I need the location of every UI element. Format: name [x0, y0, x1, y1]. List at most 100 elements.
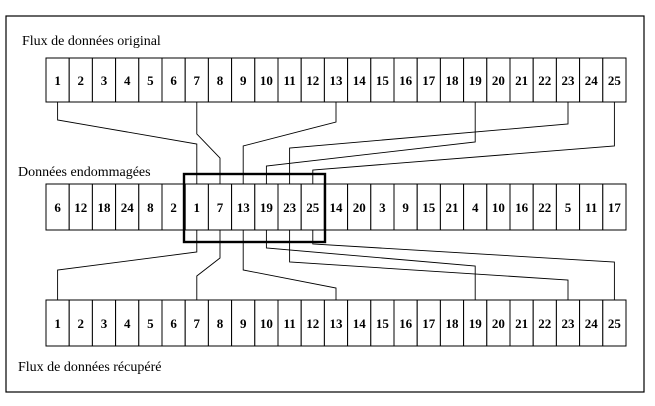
damaged-cell-value: 6	[54, 200, 61, 215]
wire-damaged-to-recovered-25	[312, 230, 615, 300]
original-cell-value: 16	[399, 73, 413, 88]
original-cell-value: 13	[330, 73, 344, 88]
wire-damaged-to-recovered-19	[265, 230, 476, 300]
recovered-cell-value: 10	[260, 316, 273, 331]
recovered-cell-value: 21	[515, 316, 528, 331]
recovered-cell-value: 16	[399, 316, 413, 331]
wire-original-to-damaged-19	[265, 102, 476, 184]
recovered-cell-value: 14	[353, 316, 367, 331]
original-cell-value: 7	[194, 73, 201, 88]
damaged-cell-value: 9	[402, 200, 409, 215]
damaged-cell-value: 22	[538, 200, 551, 215]
original-cell-value: 18	[446, 73, 460, 88]
damaged-cell-value: 15	[422, 200, 436, 215]
wire-original-to-damaged-23	[289, 102, 569, 184]
wire-damaged-to-recovered-13	[242, 230, 337, 300]
label-damaged-data: Données endommagées	[18, 165, 151, 180]
label-original-stream: Flux de données original	[22, 34, 161, 49]
damaged-block-highlight	[182, 172, 327, 244]
original-cell-value: 8	[217, 73, 224, 88]
recovered-cell-value: 2	[78, 316, 85, 331]
recovered-cell-value: 7	[194, 316, 201, 331]
original-cell-25	[602, 57, 627, 103]
original-cell-value: 3	[101, 73, 108, 88]
damaged-cell-value: 23	[283, 200, 297, 215]
original-cell-value: 12	[306, 73, 319, 88]
wire-damaged-to-recovered-23	[289, 230, 569, 300]
original-cell-value: 1	[54, 73, 61, 88]
recovered-cell-25	[602, 299, 627, 347]
damaged-cell-value: 7	[217, 200, 224, 215]
wire-damaged-to-recovered-1	[57, 230, 198, 300]
original-cell-value: 17	[422, 73, 436, 88]
damaged-cell-value: 8	[147, 200, 154, 215]
recovered-cell-value: 15	[376, 316, 390, 331]
wire-original-to-damaged-1	[57, 102, 198, 184]
recovered-cell-value: 20	[492, 316, 505, 331]
original-cell-value: 4	[124, 73, 131, 88]
damaged-cell-value: 24	[121, 200, 135, 215]
damaged-cell-value: 16	[515, 200, 529, 215]
original-cell-value: 23	[562, 73, 576, 88]
original-cell-value: 15	[376, 73, 390, 88]
recovered-cell-value: 22	[538, 316, 551, 331]
label-recovered-stream: Flux de données récupéré	[18, 360, 161, 375]
original-cell-value: 22	[538, 73, 551, 88]
recovered-cell-value: 9	[240, 316, 247, 331]
recovered-cell-value: 1	[54, 316, 61, 331]
recovered-cell-value: 13	[330, 316, 344, 331]
recovered-cell-value: 23	[562, 316, 576, 331]
outer-frame	[5, 15, 645, 393]
damaged-cell-value: 2	[170, 200, 177, 215]
recovered-cell-value: 4	[124, 316, 131, 331]
recovered-cell-value: 12	[306, 316, 319, 331]
recovered-cell-value: 11	[283, 316, 295, 331]
damaged-cell-value: 25	[306, 200, 320, 215]
damaged-cell-value: 14	[330, 200, 344, 215]
wire-original-to-damaged-13	[242, 102, 337, 184]
original-cell-value: 11	[283, 73, 295, 88]
damaged-cell-value: 20	[353, 200, 366, 215]
damaged-cell-value: 13	[237, 200, 251, 215]
recovered-cell-value: 3	[101, 316, 108, 331]
recovered-cell-value: 8	[217, 316, 224, 331]
damaged-cell-value: 5	[565, 200, 572, 215]
recovered-cell-value: 18	[446, 316, 460, 331]
original-cell-value: 20	[492, 73, 505, 88]
recovered-cell-value: 5	[147, 316, 154, 331]
damaged-cell-value: 11	[585, 200, 597, 215]
damaged-cell-value: 19	[260, 200, 274, 215]
damaged-cell-value: 18	[98, 200, 112, 215]
damaged-cell-value: 3	[379, 200, 386, 215]
original-cell-value: 24	[585, 73, 599, 88]
wire-original-to-damaged-7	[196, 102, 221, 184]
recovered-cell-value: 17	[422, 316, 436, 331]
recovered-cell-value: 25	[608, 316, 622, 331]
wire-damaged-to-recovered-7	[196, 230, 221, 300]
damaged-cell-value: 21	[446, 200, 459, 215]
original-cell-value: 6	[170, 73, 177, 88]
original-cell-value: 21	[515, 73, 528, 88]
damaged-cell-value: 10	[492, 200, 505, 215]
original-cell-value: 2	[78, 73, 85, 88]
damaged-cell-value: 12	[74, 200, 87, 215]
original-cell-value: 5	[147, 73, 154, 88]
original-cell-value: 10	[260, 73, 273, 88]
recovered-cell-value: 19	[469, 316, 483, 331]
original-cell-value: 19	[469, 73, 483, 88]
wire-original-to-damaged-25	[312, 102, 615, 184]
damaged-cell-value: 17	[608, 200, 622, 215]
recovered-cell-value: 24	[585, 316, 599, 331]
damaged-cell-value: 1	[194, 200, 201, 215]
connection-lines	[57, 102, 615, 300]
original-cell-value: 25	[608, 73, 622, 88]
original-cell-value: 14	[353, 73, 367, 88]
damaged-cell-value: 4	[472, 200, 479, 215]
original-cell-value: 9	[240, 73, 247, 88]
damaged-cell-25	[602, 183, 627, 231]
recovered-cell-value: 6	[170, 316, 177, 331]
